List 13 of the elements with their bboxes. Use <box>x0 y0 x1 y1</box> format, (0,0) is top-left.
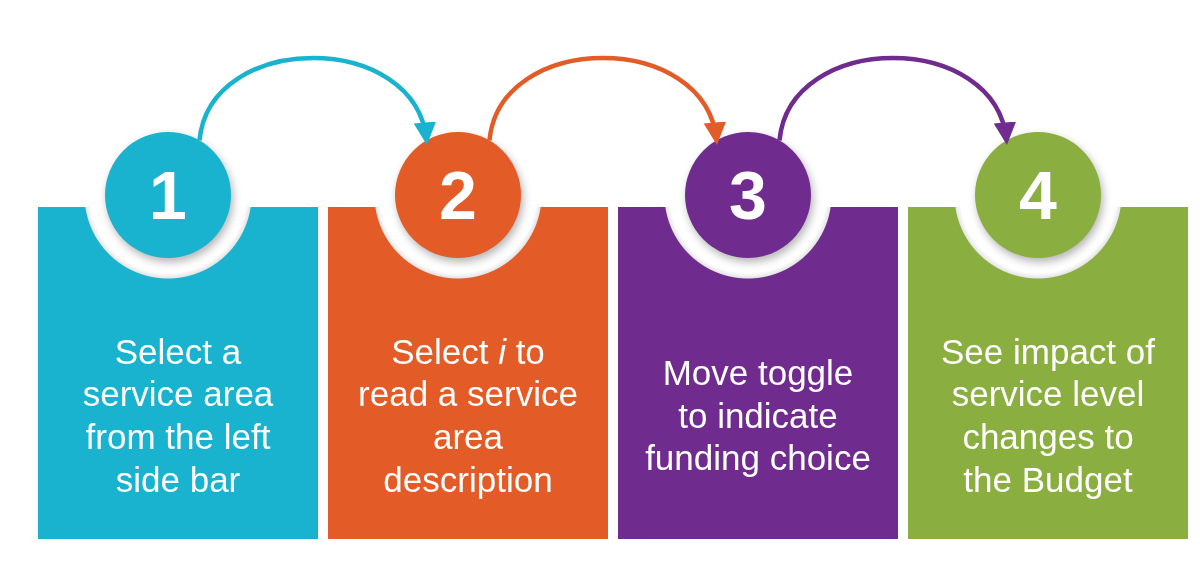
number-circle <box>975 132 1101 258</box>
curved-arrow <box>487 55 723 145</box>
step-description: Select a service area from the left side bar <box>81 330 275 501</box>
curved-arrow <box>777 55 1013 145</box>
step-description: Select i to read a service area description <box>357 330 579 501</box>
step-number: 3 <box>729 156 767 234</box>
step-number: 1 <box>149 156 187 234</box>
curved-arrow <box>197 55 433 145</box>
step-number: 2 <box>439 156 477 234</box>
number-circle <box>105 132 231 258</box>
step-description: See impact of service level changes to the Budget <box>940 330 1156 501</box>
step-description: Move toggle to indicate funding choice <box>644 351 872 480</box>
step-number: 4 <box>1019 156 1057 234</box>
